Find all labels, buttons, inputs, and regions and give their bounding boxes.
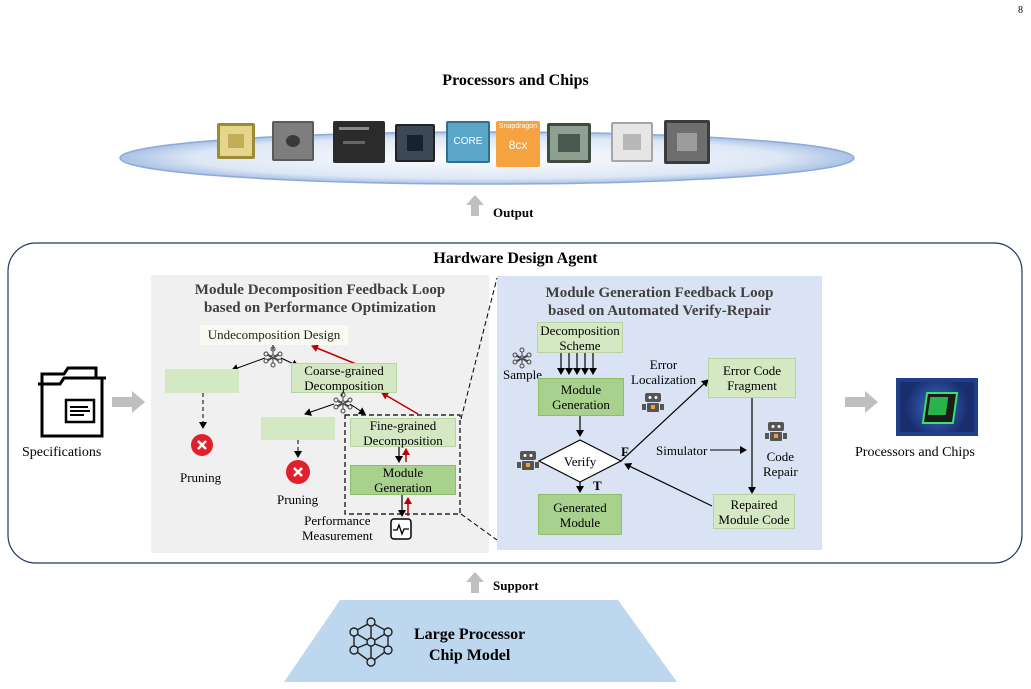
robot-agent-icon [641, 390, 665, 414]
folder-icon [36, 360, 108, 440]
repaired-module-code: Repaired Module Code [713, 494, 795, 529]
performance-measurement-label: Performance Measurement [302, 513, 373, 543]
pruning-x-icon [286, 460, 310, 484]
agent-title: Hardware Design Agent [433, 250, 598, 267]
coarse-grained-decomposition: Coarse-grained Decomposition [291, 363, 397, 393]
top-title: Processors and Chips [442, 72, 589, 89]
left-panel-title: Module Decomposition Feedback Loop based… [194, 282, 446, 316]
neural-network-icon [332, 392, 354, 414]
pruning-label-1: Pruning [180, 470, 222, 485]
processors-chips-label: Processors and Chips [855, 445, 975, 460]
network-graph-icon [346, 617, 396, 667]
output-label: Output [493, 205, 534, 220]
chip-7 [547, 123, 591, 163]
zoom-line-top [460, 277, 498, 420]
specifications-label: Specifications [22, 445, 102, 460]
support-arrow [466, 572, 484, 593]
left-panel-bg [151, 275, 489, 553]
chip-1 [217, 123, 255, 159]
neural-network-icon [262, 346, 284, 368]
model-trapezoid [284, 600, 677, 682]
sample-label: Sample [503, 367, 542, 382]
module-generation-right: Module Generation [538, 378, 624, 416]
error-code-fragment: Error Code Fragment [708, 358, 796, 398]
pruned-branch-box-2 [261, 417, 335, 440]
code-repair-label: Code Repair [763, 449, 798, 479]
support-label: Support [493, 578, 539, 593]
module-generation-left: Module Generation [350, 465, 456, 495]
pruning-x-icon [191, 434, 213, 456]
simulator-label: Simulator [656, 443, 708, 458]
pruned-branch-box-1 [165, 369, 239, 393]
generated-module: Generated Module [538, 494, 622, 535]
chip-9 [664, 120, 710, 164]
chip-3 [333, 121, 385, 163]
right-panel-title: Module Generation Feedback Loop based on… [545, 285, 774, 319]
output-arrow [466, 195, 484, 216]
false-label: F [621, 444, 629, 459]
neural-network-icon [511, 347, 533, 369]
chip-8 [611, 122, 653, 162]
pruning-label-2: Pruning [277, 492, 319, 507]
chip-4 [395, 124, 435, 162]
verify-label: Verify [563, 454, 597, 469]
performance-monitor-icon [389, 517, 413, 541]
robot-agent-icon [764, 419, 788, 443]
chip-6: Snapdragon 8cx [496, 121, 540, 167]
chip-board-icon [896, 378, 978, 436]
true-label: T [593, 478, 602, 493]
error-localization-label: Error Localization [631, 357, 696, 387]
decomposition-scheme: Decomposition Scheme [537, 322, 623, 353]
output-side-arrow [845, 391, 878, 413]
undecomposition-design: Undecomposition Design [200, 325, 348, 345]
fine-grained-decomposition: Fine-grained Decomposition [350, 418, 456, 448]
robot-agent-icon [516, 448, 540, 472]
input-arrow [112, 391, 145, 413]
page-number: 8 [1018, 5, 1023, 16]
chip-5: CORE [446, 121, 490, 163]
zoom-rect [344, 414, 461, 515]
chip-2 [272, 121, 314, 161]
model-name: Large Processor Chip Model [414, 626, 526, 664]
